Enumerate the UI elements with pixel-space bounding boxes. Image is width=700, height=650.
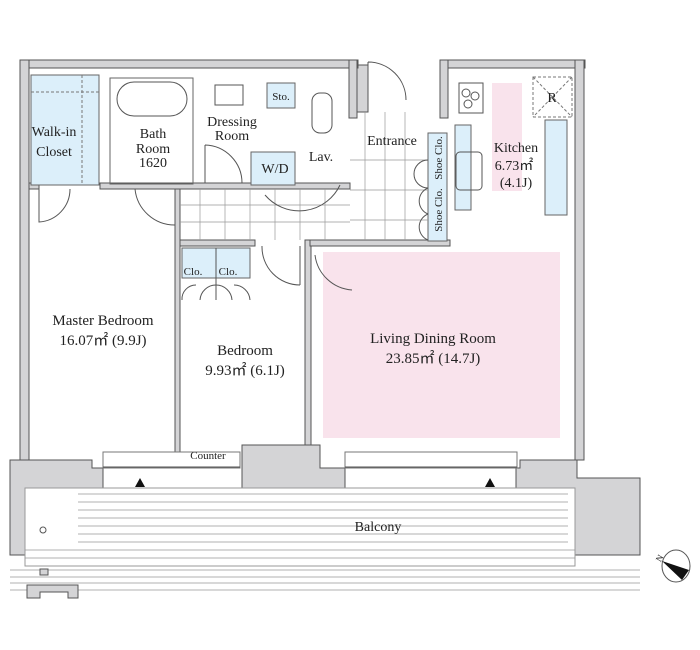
closet-label-2: Clo. [219,266,238,278]
dressing-room-label-2: Room [215,129,249,144]
closet-label: Clo. [184,266,203,278]
kitchen-jo: (4.1J) [500,176,533,191]
walk-in-closet [30,74,100,186]
shoe-closet-label: Shoe Clo. [433,136,445,180]
hall-tiles [180,112,428,240]
walk-in-closet-label-2: Closet [36,145,72,160]
kitchen-sink-icon [455,151,483,191]
bath-room-label-2: Room [136,142,170,157]
bath-size-label: 1620 [139,156,167,171]
master-bedroom-label: Master Bedroom [52,313,154,329]
shoe-closet [427,132,448,242]
stove-icon [458,82,484,114]
balcony-label: Balcony [355,520,402,535]
refrigerator-label: R [547,91,557,106]
sink-icon [214,84,244,106]
lavatory-label: Lav. [309,150,333,165]
bathtub-icon [116,81,188,117]
kitchen-area: 6.73㎡ [495,158,534,174]
storage-closet [266,82,296,109]
entrance-label: Entrance [367,134,417,149]
living-dining-area: 23.85㎡ (14.7J) [386,350,481,367]
shoe-closet-label-2: Shoe Clo. [433,188,445,232]
bedroom-area: 9.93㎡ (6.1J) [205,362,285,379]
kitchen-label: Kitchen [494,141,538,156]
kitchen-counter [454,124,472,211]
dressing-room-label: Dressing [207,115,257,130]
doors [38,61,429,301]
master-bedroom-area: 16.07㎡ (9.9J) [59,332,146,349]
bath-room-label: Bath [140,127,166,142]
north-compass-icon: N [654,549,691,583]
kitchen-highlight [492,83,522,191]
kitchen-cabinet [544,119,568,216]
storage-label: Sto. [272,91,290,103]
refrigerator-space [532,76,573,118]
washer-dryer [250,151,296,186]
living-highlight [323,252,560,438]
living-dining-label: Living Dining Room [370,331,496,347]
bedroom-label: Bedroom [217,343,273,359]
compass-north-label: N [654,552,666,563]
balcony-deck [10,487,640,599]
counter-label: Counter [190,450,226,462]
walk-in-closet-label: Walk-in [32,125,77,140]
toilet-icon [311,92,333,134]
windows [102,451,518,487]
washer-dryer-label: W/D [261,162,288,177]
